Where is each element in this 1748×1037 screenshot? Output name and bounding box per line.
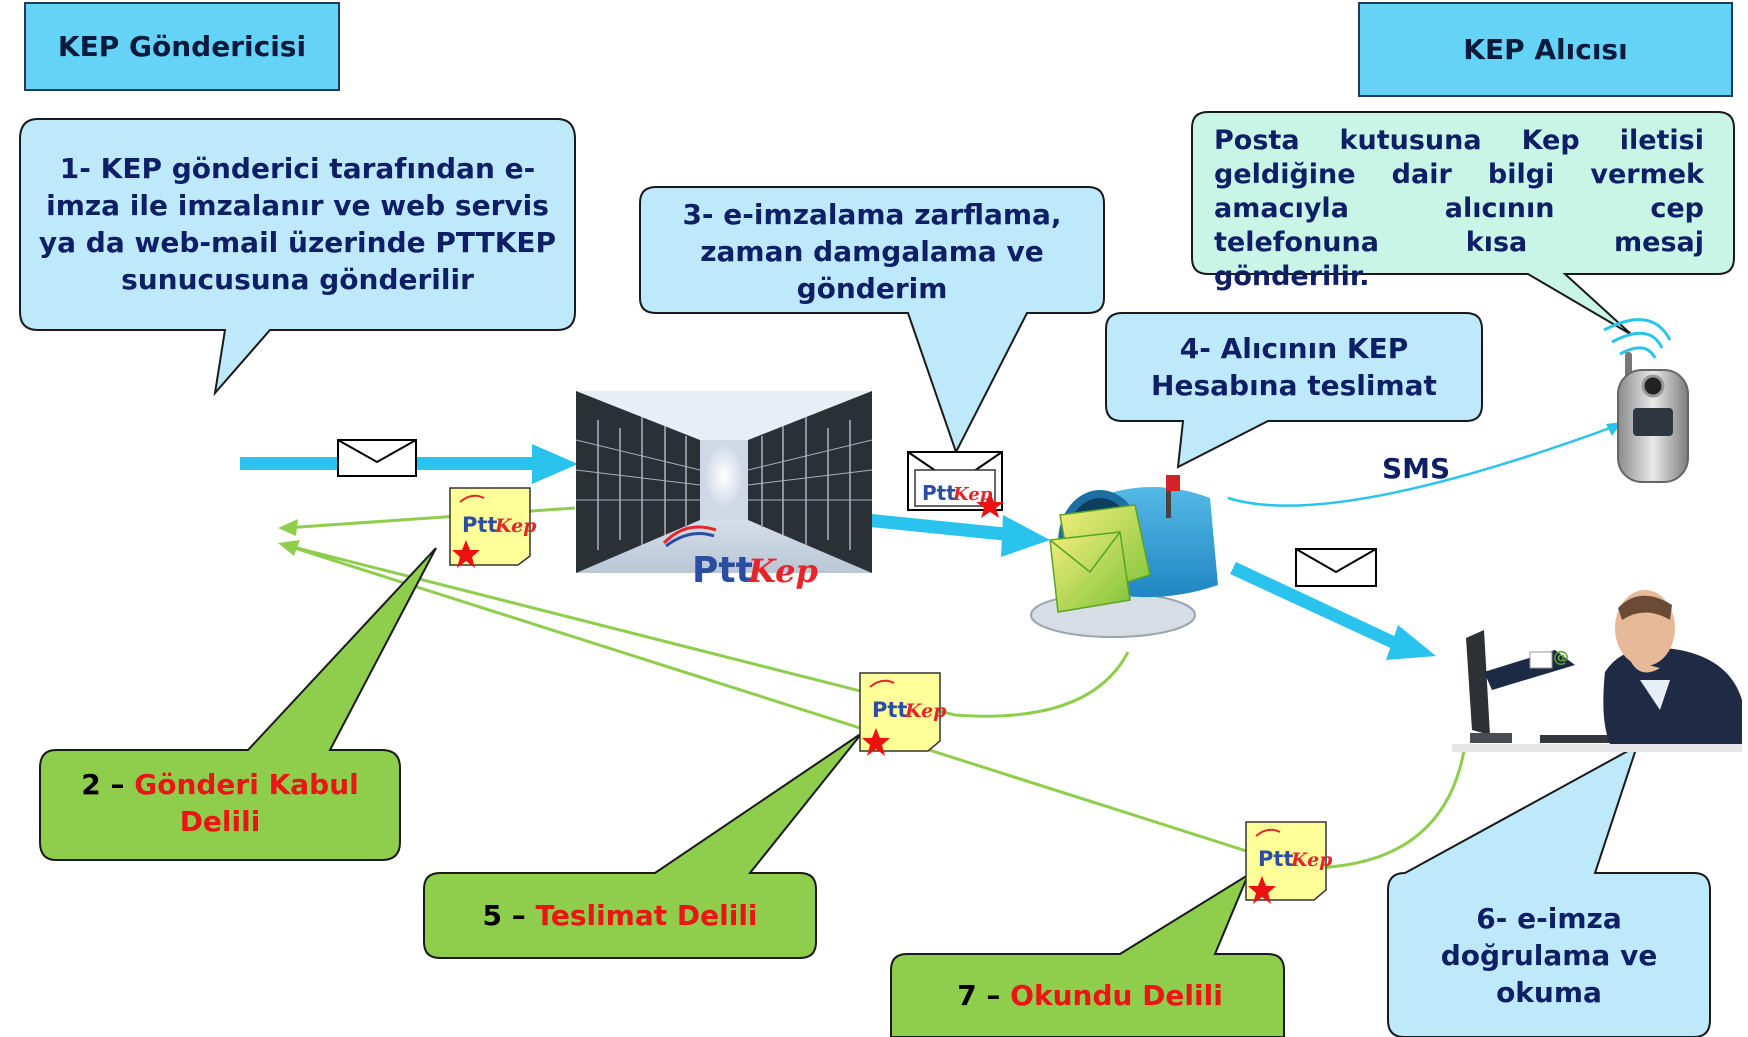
step1-text: 1- KEP gönderici tarafından e-imza ile i… bbox=[38, 152, 557, 296]
delivery-return-line bbox=[284, 543, 1130, 718]
step7-label: Okundu Delili bbox=[1010, 979, 1223, 1012]
sms-label: SMS bbox=[1382, 452, 1451, 485]
step5-text: 5 – Teslimat Delili bbox=[430, 897, 810, 934]
step2-number: 2 – bbox=[81, 768, 135, 801]
callout-sms-note bbox=[1191, 111, 1735, 336]
certificate-icon: Ptt Kep bbox=[1245, 821, 1333, 904]
open-arrow bbox=[1230, 562, 1436, 660]
arrowhead-2 bbox=[278, 540, 300, 556]
svg-text:Kep: Kep bbox=[904, 700, 947, 722]
envelope-icon bbox=[1295, 548, 1377, 587]
svg-text:Ptt: Ptt bbox=[692, 550, 753, 591]
callout-step5 bbox=[423, 732, 863, 959]
signed-envelope-icon: Ptt Kep bbox=[907, 451, 1004, 518]
mobile-phone-icon bbox=[1603, 318, 1689, 483]
sms-curve-arrow bbox=[1227, 426, 1611, 507]
certificate-icon: Ptt Kep bbox=[449, 487, 537, 568]
svg-text:Ptt: Ptt bbox=[872, 698, 907, 722]
callout-step3 bbox=[639, 186, 1105, 455]
svg-text:Kep: Kep bbox=[747, 552, 818, 590]
sender-header-label: KEP Göndericisi bbox=[57, 30, 307, 63]
callout-step4 bbox=[1105, 312, 1483, 469]
step2-label: Gönderi Kabul Delili bbox=[134, 768, 359, 838]
step7-text: 7 – Okundu Delili bbox=[900, 977, 1280, 1014]
sender-header: KEP Göndericisi bbox=[24, 2, 340, 91]
svg-text:Ptt: Ptt bbox=[1258, 847, 1293, 871]
mailbox-icon bbox=[1030, 475, 1218, 638]
step4-text: 4- Alıcının KEP Hesabına teslimat bbox=[1151, 332, 1437, 402]
server-room-image bbox=[575, 391, 873, 573]
callout-step1 bbox=[19, 118, 576, 397]
step5-label: Teslimat Delili bbox=[535, 899, 758, 932]
step3-text: 3- e-imzalama zarflama, zaman damgalama … bbox=[682, 198, 1062, 305]
svg-text:Kep: Kep bbox=[952, 484, 993, 505]
step2-text: 2 – Gönderi Kabul Delili bbox=[50, 766, 390, 840]
person-at-computer-image: @ bbox=[1452, 590, 1742, 752]
envelope-icon bbox=[337, 439, 417, 477]
svg-text:Ptt: Ptt bbox=[462, 513, 497, 537]
svg-text:Kep: Kep bbox=[1290, 849, 1333, 871]
callout-step2 bbox=[39, 547, 437, 861]
pttkep-logo: Ptt Kep bbox=[662, 525, 818, 591]
step5-number: 5 – bbox=[482, 899, 536, 932]
step6-text: 6- e-imza doğrulama ve okuma bbox=[1440, 902, 1658, 1009]
certificate-icon: Ptt Kep bbox=[859, 672, 947, 756]
arrowhead-1 bbox=[278, 519, 298, 536]
svg-text:@: @ bbox=[1553, 647, 1569, 666]
receiver-header: KEP Alıcısı bbox=[1358, 2, 1733, 97]
receiver-header-label: KEP Alıcısı bbox=[1463, 33, 1628, 66]
callout-step7 bbox=[890, 872, 1285, 1037]
step7-number: 7 – bbox=[957, 979, 1011, 1012]
svg-text:Ptt: Ptt bbox=[922, 481, 956, 505]
sms-note-text: Posta kutusuna Kep iletisi geldiğine dai… bbox=[1214, 125, 1704, 292]
dispatch-arrow bbox=[870, 514, 1050, 557]
svg-text:Kep: Kep bbox=[494, 515, 537, 537]
